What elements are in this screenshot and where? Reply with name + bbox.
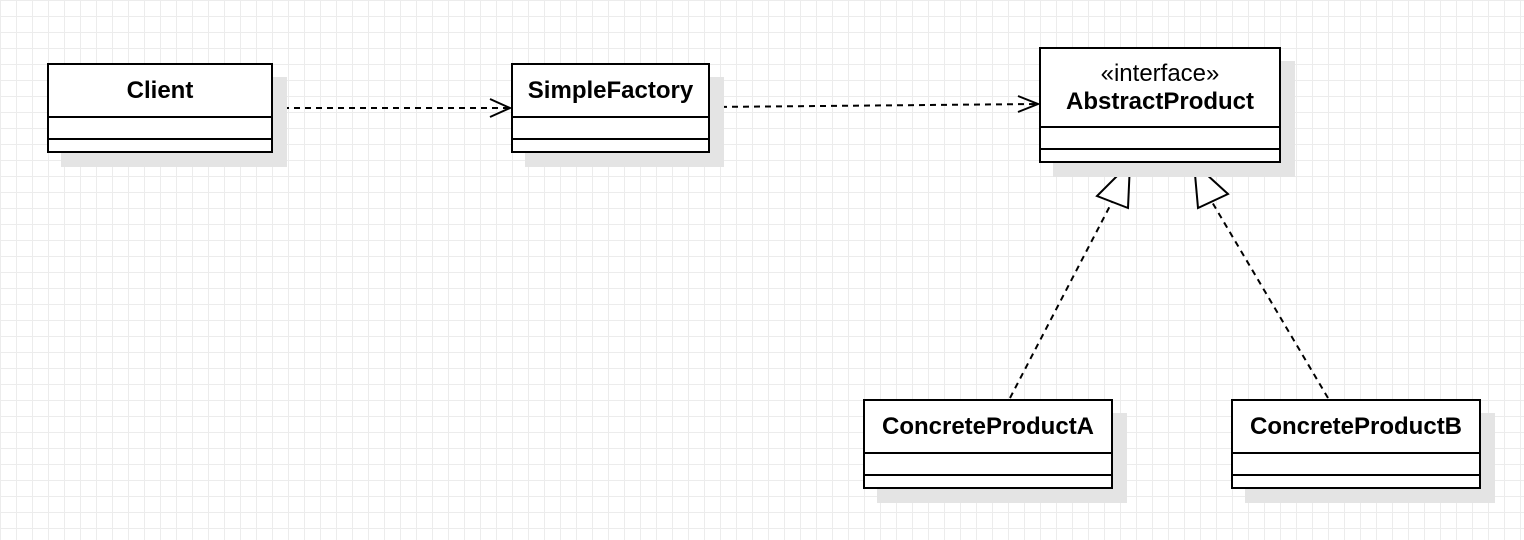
class-concrete-product-a[interactable]: ConcreteProductA xyxy=(863,399,1113,489)
class-attributes xyxy=(1041,128,1279,150)
class-name: «interface» AbstractProduct xyxy=(1041,49,1279,128)
class-operations xyxy=(49,140,271,151)
class-simple-factory[interactable]: SimpleFactory xyxy=(511,63,710,153)
class-name-label: ConcreteProductB xyxy=(1249,412,1463,440)
class-attributes xyxy=(49,118,271,140)
class-abstract-product[interactable]: «interface» AbstractProduct xyxy=(1039,47,1281,163)
class-attributes xyxy=(513,118,708,140)
class-operations xyxy=(865,476,1111,487)
class-operations xyxy=(513,140,708,151)
class-name-label: Client xyxy=(126,76,194,104)
class-attributes xyxy=(1233,454,1479,476)
class-name: ConcreteProductA xyxy=(865,401,1111,454)
class-concrete-product-b[interactable]: ConcreteProductB xyxy=(1231,399,1481,489)
realization-concreteproducta-to-abstractproduct xyxy=(1009,160,1132,399)
dependency-client-to-simplefactory xyxy=(272,98,513,118)
dependency-simplefactory-to-abstractproduct xyxy=(709,95,1041,113)
class-name-label: ConcreteProductA xyxy=(881,412,1095,440)
class-name-label: SimpleFactory xyxy=(527,76,694,104)
class-name-label: AbstractProduct xyxy=(1065,87,1255,115)
realization-concreteproductb-to-abstractproduct xyxy=(1192,160,1329,399)
class-operations xyxy=(1041,150,1279,161)
class-name: ConcreteProductB xyxy=(1233,401,1479,454)
class-name: Client xyxy=(49,65,271,118)
class-stereotype: «interface» xyxy=(1100,59,1220,87)
class-client[interactable]: Client xyxy=(47,63,273,153)
class-name: SimpleFactory xyxy=(513,65,708,118)
class-attributes xyxy=(865,454,1111,476)
class-operations xyxy=(1233,476,1479,487)
